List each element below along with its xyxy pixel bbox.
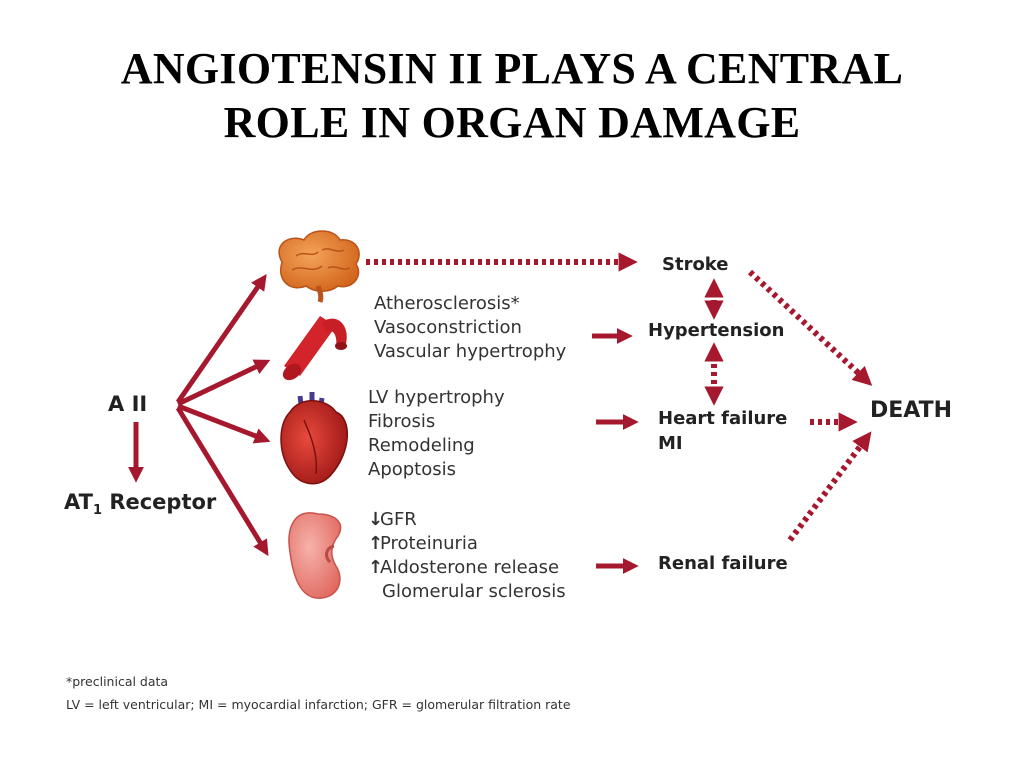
- brain-icon: [278, 230, 360, 303]
- outcome-stroke: Stroke: [662, 254, 729, 275]
- outcome-renal-failure: Renal failure: [658, 553, 788, 574]
- solid-outcome-arrows: [592, 327, 639, 575]
- kidney-icon: [288, 512, 342, 599]
- outcome-death: DEATH: [870, 398, 953, 423]
- receptor-text: Receptor: [109, 490, 217, 514]
- effect-lv-hypertrophy: LV hypertrophy: [368, 387, 505, 408]
- effect-glomerular-text: Glomerular sclerosis: [382, 581, 566, 602]
- arrow-a2-to-heart: [177, 403, 271, 444]
- effect-apoptosis: Apoptosis: [368, 459, 457, 480]
- effect-glomerular-sclerosis: Glomerular sclerosis: [368, 580, 566, 604]
- effect-fibrosis: Fibrosis: [368, 411, 436, 432]
- outcome-mi: MI: [658, 433, 683, 454]
- arrow-a2-to-kidney: [175, 406, 269, 557]
- footnote-abbreviations: LV = left ventricular; MI = myocardial i…: [66, 697, 571, 712]
- at1-subscript: 1: [92, 503, 102, 519]
- heart-effects: LV hypertrophy Fibrosis Remodeling Apopt…: [368, 386, 505, 482]
- up-arrow-icon: ↑: [368, 557, 384, 578]
- a2-label: A II: [108, 392, 148, 416]
- effect-proteinuria: ↑Proteinuria: [368, 532, 566, 556]
- effect-gfr: ↓GFR: [368, 508, 566, 532]
- down-arrow-icon: ↓: [368, 509, 384, 530]
- title-line-2: ROLE IN ORGAN DAMAGE: [223, 98, 801, 147]
- slide-title: ANGIOTENSIN II PLAYS A CENTRAL ROLE IN O…: [0, 42, 1024, 150]
- arrow-a2-to-brain: [175, 274, 267, 404]
- a2-fan-arrows: [175, 274, 271, 557]
- effect-gfr-text: GFR: [380, 509, 417, 530]
- arrow-a2-to-vessel: [176, 359, 271, 407]
- effect-aldosterone-text: Aldosterone release: [380, 557, 560, 578]
- at1-receptor-label: AT1 Receptor: [64, 490, 216, 518]
- title-line-1: ANGIOTENSIN II PLAYS A CENTRAL: [120, 44, 904, 93]
- effect-vasoconstriction: Vasoconstriction: [374, 317, 522, 338]
- effect-atherosclerosis: Atherosclerosis*: [374, 293, 520, 314]
- arrow-renal-to-death: [787, 431, 872, 542]
- outcome-hypertension: Hypertension: [648, 320, 785, 341]
- blood-vessel-icon: [282, 316, 347, 381]
- at1-text: AT: [64, 490, 93, 514]
- effect-vascular-hypertrophy: Vascular hypertrophy: [374, 341, 567, 362]
- footnote-preclinical: *preclinical data: [66, 674, 169, 689]
- outcome-heart-failure: Heart failure: [658, 408, 788, 429]
- effect-remodeling: Remodeling: [368, 435, 475, 456]
- vessel-effects: Atherosclerosis* Vasoconstriction Vascul…: [374, 292, 566, 364]
- up-arrow-icon: ↑: [368, 533, 384, 554]
- effect-proteinuria-text: Proteinuria: [380, 533, 478, 554]
- arrow-stroke-to-death: [747, 269, 873, 386]
- kidney-effects: ↓GFR ↑Proteinuria ↑Aldosterone release G…: [368, 508, 566, 604]
- heart-icon: [280, 392, 348, 485]
- effect-aldosterone: ↑Aldosterone release: [368, 556, 566, 580]
